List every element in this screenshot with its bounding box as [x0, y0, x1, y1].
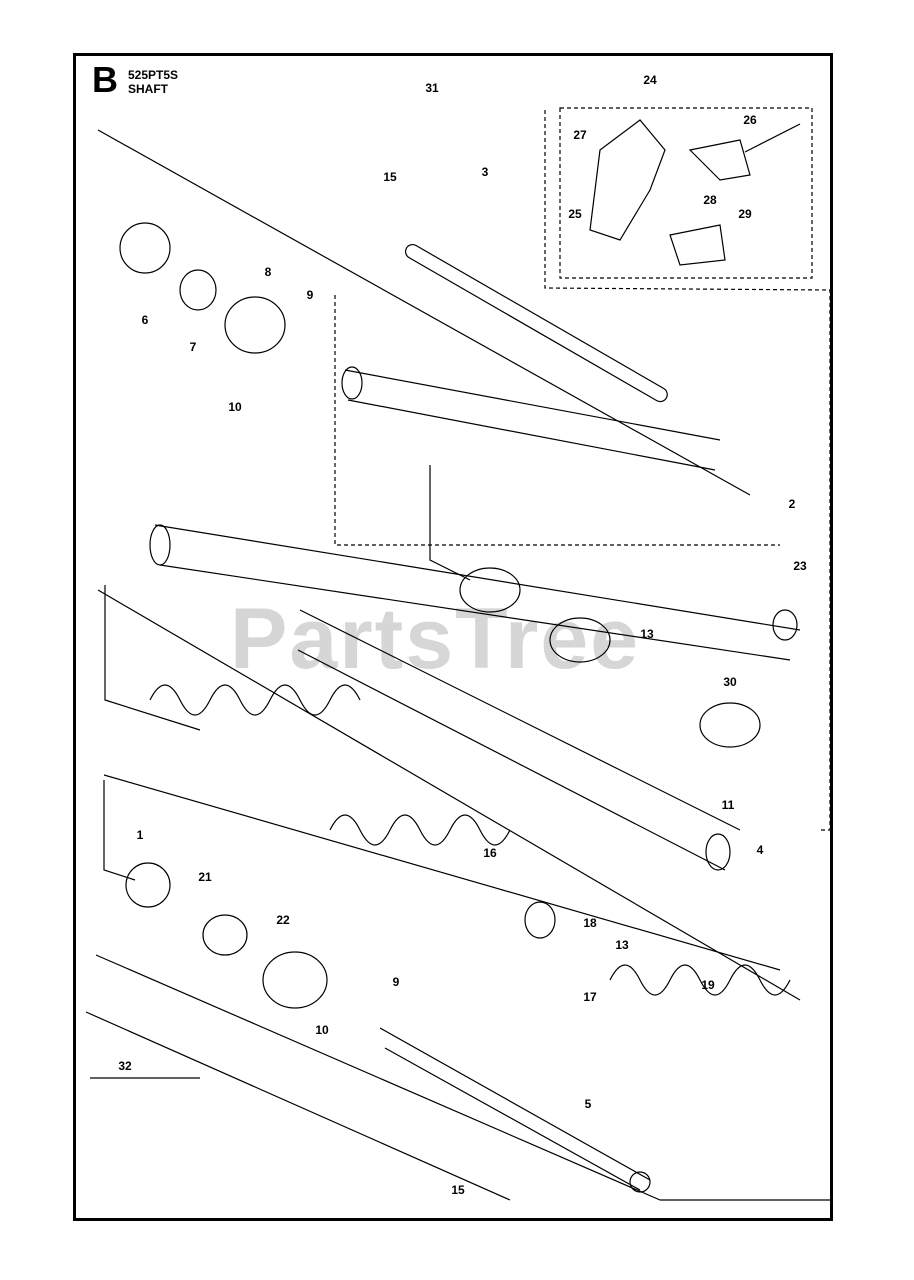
drive-shaft	[404, 243, 668, 403]
clamp-22	[262, 951, 328, 1009]
callout-18: 18	[583, 916, 597, 930]
callout-23: 23	[793, 559, 807, 573]
middle-tube	[149, 524, 801, 661]
reference-line-mid	[97, 589, 801, 1001]
bracket-4	[104, 585, 201, 731]
tube-sections	[459, 567, 798, 663]
clip-29	[688, 139, 751, 181]
bracket-27	[589, 119, 666, 241]
bracket-1	[103, 780, 136, 881]
callout-27: 27	[573, 128, 587, 142]
callout-3: 3	[481, 165, 489, 179]
watermark: PartsTree	[230, 591, 641, 687]
callout-9-bottom: 9	[392, 975, 400, 989]
callout-4: 4	[756, 843, 764, 857]
reference-line-bottom	[95, 954, 661, 1201]
callout-30: 30	[723, 675, 737, 689]
callout-10-bottom: 10	[315, 1023, 329, 1037]
reference-line-rod	[85, 1011, 511, 1201]
bracket-group-box	[559, 107, 813, 279]
callout-2: 2	[788, 497, 796, 511]
callout-22: 22	[276, 913, 290, 927]
model-label: 525PT5S	[128, 68, 179, 82]
callout-17: 17	[583, 990, 597, 1004]
callout-15-top: 15	[383, 170, 397, 184]
callout-5: 5	[584, 1097, 592, 1111]
bracket-2	[429, 465, 471, 581]
shaft-group-outline	[544, 110, 831, 831]
bearing-16	[524, 901, 556, 939]
callout-19: 19	[701, 978, 715, 992]
spring-upper	[149, 684, 361, 716]
callout-31: 31	[425, 81, 439, 95]
lower-tube	[379, 1027, 651, 1193]
callout-26: 26	[743, 113, 757, 127]
sleeve-7	[179, 269, 217, 311]
grip-tube	[297, 609, 741, 871]
section-title: SHAFT	[128, 82, 168, 96]
callout-24: 24	[643, 73, 657, 87]
pad-28	[669, 224, 726, 266]
clamp-8	[224, 296, 286, 354]
callout-10-top: 10	[228, 400, 242, 414]
callout-8: 8	[264, 265, 272, 279]
callout-25: 25	[568, 207, 582, 221]
tube-group-outline	[334, 295, 780, 546]
reference-line-top	[97, 129, 751, 496]
coupler-21	[125, 862, 248, 956]
callout-16: 16	[483, 846, 497, 860]
callout-9-top: 9	[306, 288, 314, 302]
callout-11: 11	[721, 798, 735, 812]
callout-13-top: 13	[640, 627, 654, 641]
callout-7: 7	[189, 340, 197, 354]
upper-tube	[341, 366, 721, 471]
callout-1: 1	[136, 828, 144, 842]
callout-13-bottom: 13	[615, 938, 629, 952]
callout-21: 21	[198, 870, 212, 884]
bolt-26	[744, 123, 801, 153]
callout-32: 32	[118, 1059, 132, 1073]
callout-6: 6	[141, 313, 149, 327]
knob-6	[119, 222, 171, 274]
diagram-frame	[73, 53, 833, 1221]
section-letter: B	[92, 59, 118, 100]
reference-line-lower	[103, 774, 781, 971]
spring-lower	[329, 814, 791, 996]
collar-30	[699, 702, 761, 748]
callout-29: 29	[738, 207, 752, 221]
callout-15-bottom: 15	[451, 1183, 465, 1197]
callout-28: 28	[703, 193, 717, 207]
